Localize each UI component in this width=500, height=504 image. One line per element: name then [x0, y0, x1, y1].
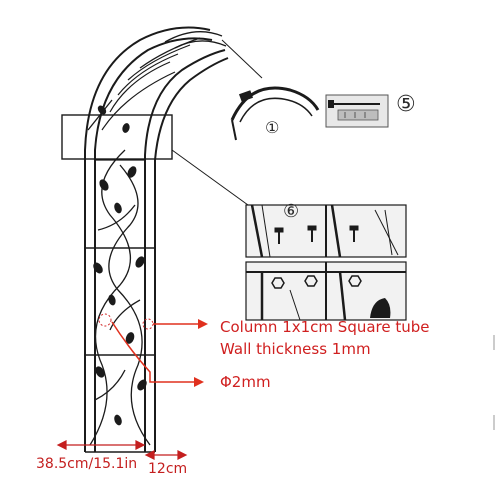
wire-callout [111, 321, 204, 387]
part-number-top-connector: ① [265, 118, 280, 137]
top-connector-detail [230, 86, 320, 141]
back-post-inner [154, 57, 229, 452]
width-dimension-label: 38.5cm/15.1in [36, 456, 138, 472]
screw-pack-detail [325, 94, 389, 128]
detail-panel-nuts [245, 261, 407, 321]
part-number-detail-screws: ⑥ [283, 201, 300, 222]
column-callout [98, 313, 208, 330]
connector-leader-line [221, 39, 263, 79]
depth-dimension-label: 12cm [148, 461, 188, 477]
vine-decoration [87, 99, 151, 446]
vine-leaves [93, 105, 147, 426]
dimension-lines [56, 440, 188, 460]
back-post [144, 49, 226, 452]
arch-frame [84, 26, 229, 453]
front-post [84, 26, 211, 452]
wire-diameter-label: Φ2mm [220, 373, 271, 391]
front-post-inner [94, 37, 213, 452]
detail-panel-screws [245, 204, 407, 258]
column-spec-label: Column 1x1cm Square tube [220, 318, 430, 336]
detail-leader-line [171, 149, 249, 206]
part-number-screw-pack: ⑤ [396, 92, 416, 117]
detail-highlight-box [61, 114, 173, 160]
wall-thickness-label: Wall thickness 1mm [220, 340, 371, 358]
